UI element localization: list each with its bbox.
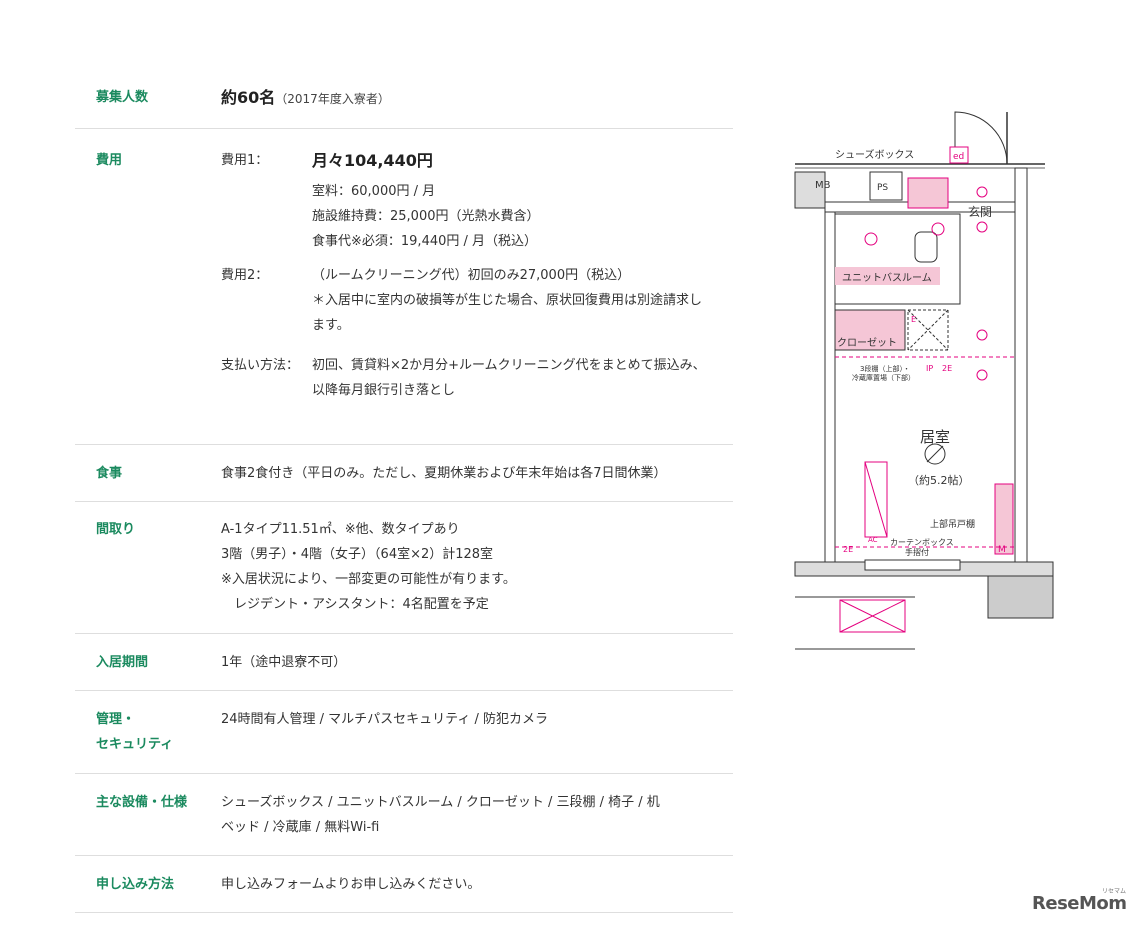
shoebox-label: シューズボックス — [835, 148, 914, 161]
value-line: A-1タイプ11.51㎡、※他、数タイプあり — [221, 522, 460, 537]
value-line: レジデント・アシスタント：4名配置を予定 — [221, 597, 489, 612]
room-label: 居室 — [920, 428, 950, 446]
fee1-block: 費用1： 月々104,440円 室料：60,000円 / 月 施設維持費：25,… — [221, 148, 733, 263]
row-label: 申し込み方法 — [96, 877, 175, 892]
row-label: 主な設備・仕様 — [96, 795, 188, 810]
value-line: 1年（途中退寮不可） — [221, 655, 347, 670]
fee2-key: 費用2： — [221, 268, 269, 283]
ac-label: AC — [868, 536, 878, 544]
row-value: シューズボックス / ユニットバスルーム / クローゼット / 三段棚 / 椅子… — [221, 790, 733, 840]
row-fee: 費用 費用1： 月々104,440円 室料：60,000円 / 月 施設維持費：… — [75, 129, 733, 445]
row-label: 入居期間 — [96, 655, 149, 670]
entrance-label: 玄関 — [968, 204, 992, 219]
mb-label: MB — [815, 180, 831, 191]
ps-label: PS — [877, 183, 888, 193]
value-line: シューズボックス / ユニットバスルーム / クローゼット / 三段棚 / 椅子… — [221, 795, 660, 810]
payment-block: 支払い方法： 初回、賃貸料×2か月分+ルームクリーニング代をまとめて振込み、 以… — [221, 353, 733, 413]
row-security: 管理・ セキュリティ 24時間有人管理 / マルチパスセキュリティ / 防犯カメ… — [75, 691, 733, 774]
row-recruitment: 募集人数 約60名（2017年度入寮者） — [75, 68, 733, 129]
brand-logo: ReseMom — [1032, 893, 1127, 914]
value-line: 申し込みフォームよりお申し込みください。 — [221, 877, 481, 892]
ip-label: IP — [926, 364, 933, 373]
row-label: 募集人数 — [96, 90, 149, 105]
e2-label: 2E — [942, 364, 952, 373]
room-size-label: （約5.2帖） — [908, 473, 970, 487]
row-label: 食事 — [96, 466, 123, 481]
row-layout: 間取り A-1タイプ11.51㎡、※他、数タイプあり 3階（男子）・4階（女子）… — [75, 502, 733, 634]
recruitment-count: 約60名 — [221, 88, 276, 107]
shelf-label-1: 3段棚（上部）・ — [860, 364, 910, 373]
payment-line: 初回、賃貸料×2か月分+ルームクリーニング代をまとめて振込み、 — [312, 358, 706, 373]
label-line: 管理・ — [96, 712, 136, 727]
m-label: M — [998, 545, 1006, 555]
row-value: 約60名（2017年度入寮者） — [221, 85, 733, 112]
ed-label: ed — [953, 152, 964, 162]
label-line: セキュリティ — [96, 737, 174, 752]
value-line: 24時間有人管理 / マルチパスセキュリティ / 防犯カメラ — [221, 712, 549, 727]
upper-shelf-label: 上部吊戸棚 — [930, 518, 975, 530]
value-line: 3階（男子）・4階（女子）（64室×2）計128室 — [221, 547, 494, 562]
bathroom-label: ユニットバスルーム — [842, 272, 932, 284]
floor-plan: シューズボックス ed MB PS 玄関 ユニットバスルーム クローゼット E … — [794, 111, 1054, 650]
spec-table: 募集人数 約60名（2017年度入寮者） 費用 費用1： 月々104,440円 … — [75, 68, 733, 913]
closet-label: クローゼット — [837, 337, 897, 349]
row-value: 1年（途中退寮不可） — [221, 650, 733, 675]
door-swing — [954, 111, 1008, 165]
brand-sup: リセマム — [1102, 888, 1127, 895]
curtain-label-1: カーテンボックス — [890, 538, 954, 547]
fee1-key: 費用1： — [221, 153, 269, 168]
row-label: 間取り — [96, 522, 136, 537]
row-value: 食事2食付き（平日のみ。ただし、夏期休業および年末年始は各7日間休業） — [221, 461, 733, 486]
row-application: 申し込み方法 申し込みフォームよりお申し込みください。 — [75, 856, 733, 913]
row-value: A-1タイプ11.51㎡、※他、数タイプあり 3階（男子）・4階（女子）（64室… — [221, 517, 733, 617]
value-line: 食事2食付き（平日のみ。ただし、夏期休業および年末年始は各7日間休業） — [221, 466, 667, 481]
fee1-line: 施設維持費：25,000円（光熱水費含） — [312, 209, 540, 224]
value-line: ※入居状況により、一部変更の可能性が有ります。 — [221, 572, 516, 587]
row-value: 申し込みフォームよりお申し込みください。 — [221, 872, 733, 897]
e2b-label: 2E — [843, 545, 853, 554]
row-equipment: 主な設備・仕様 シューズボックス / ユニットバスルーム / クローゼット / … — [75, 774, 733, 856]
fee2-block: 費用2： （ルームクリーニング代）初回のみ27,000円（税込） ＊入居中に室内… — [221, 263, 733, 353]
row-label: 管理・ セキュリティ — [96, 707, 173, 757]
fee2-line: ます。 — [312, 318, 350, 333]
payment-line: 以降毎月銀行引き落とし — [312, 383, 456, 398]
row-meals: 食事 食事2食付き（平日のみ。ただし、夏期休業および年末年始は各7日間休業） — [75, 445, 733, 502]
row-value: 費用1： 月々104,440円 室料：60,000円 / 月 施設維持費：25,… — [221, 148, 733, 438]
curtain-label-2: 手摺付 — [905, 547, 929, 557]
fee1-main: 月々104,440円 — [312, 151, 433, 170]
fee1-line: 室料：60,000円 / 月 — [312, 184, 436, 199]
shelf-label-2: 冷蔵庫置場（下部） — [852, 373, 915, 382]
payment-key: 支払い方法： — [221, 358, 300, 373]
row-period: 入居期間 1年（途中退寮不可） — [75, 634, 733, 691]
recruitment-note: （2017年度入寮者） — [275, 92, 390, 106]
fee2-line: ＊入居中に室内の破損等が生じた場合、原状回復費用は別途請求し — [312, 293, 703, 308]
e-label: E — [911, 315, 916, 324]
fee2-line: （ルームクリーニング代）初回のみ27,000円（税込） — [312, 268, 631, 283]
value-line: ベッド / 冷蔵庫 / 無料Wi-fi — [221, 820, 380, 835]
fee1-line: 食事代※必須：19,440円 / 月（税込） — [312, 234, 538, 249]
row-value: 24時間有人管理 / マルチパスセキュリティ / 防犯カメラ — [221, 707, 733, 732]
row-label: 費用 — [96, 153, 123, 168]
